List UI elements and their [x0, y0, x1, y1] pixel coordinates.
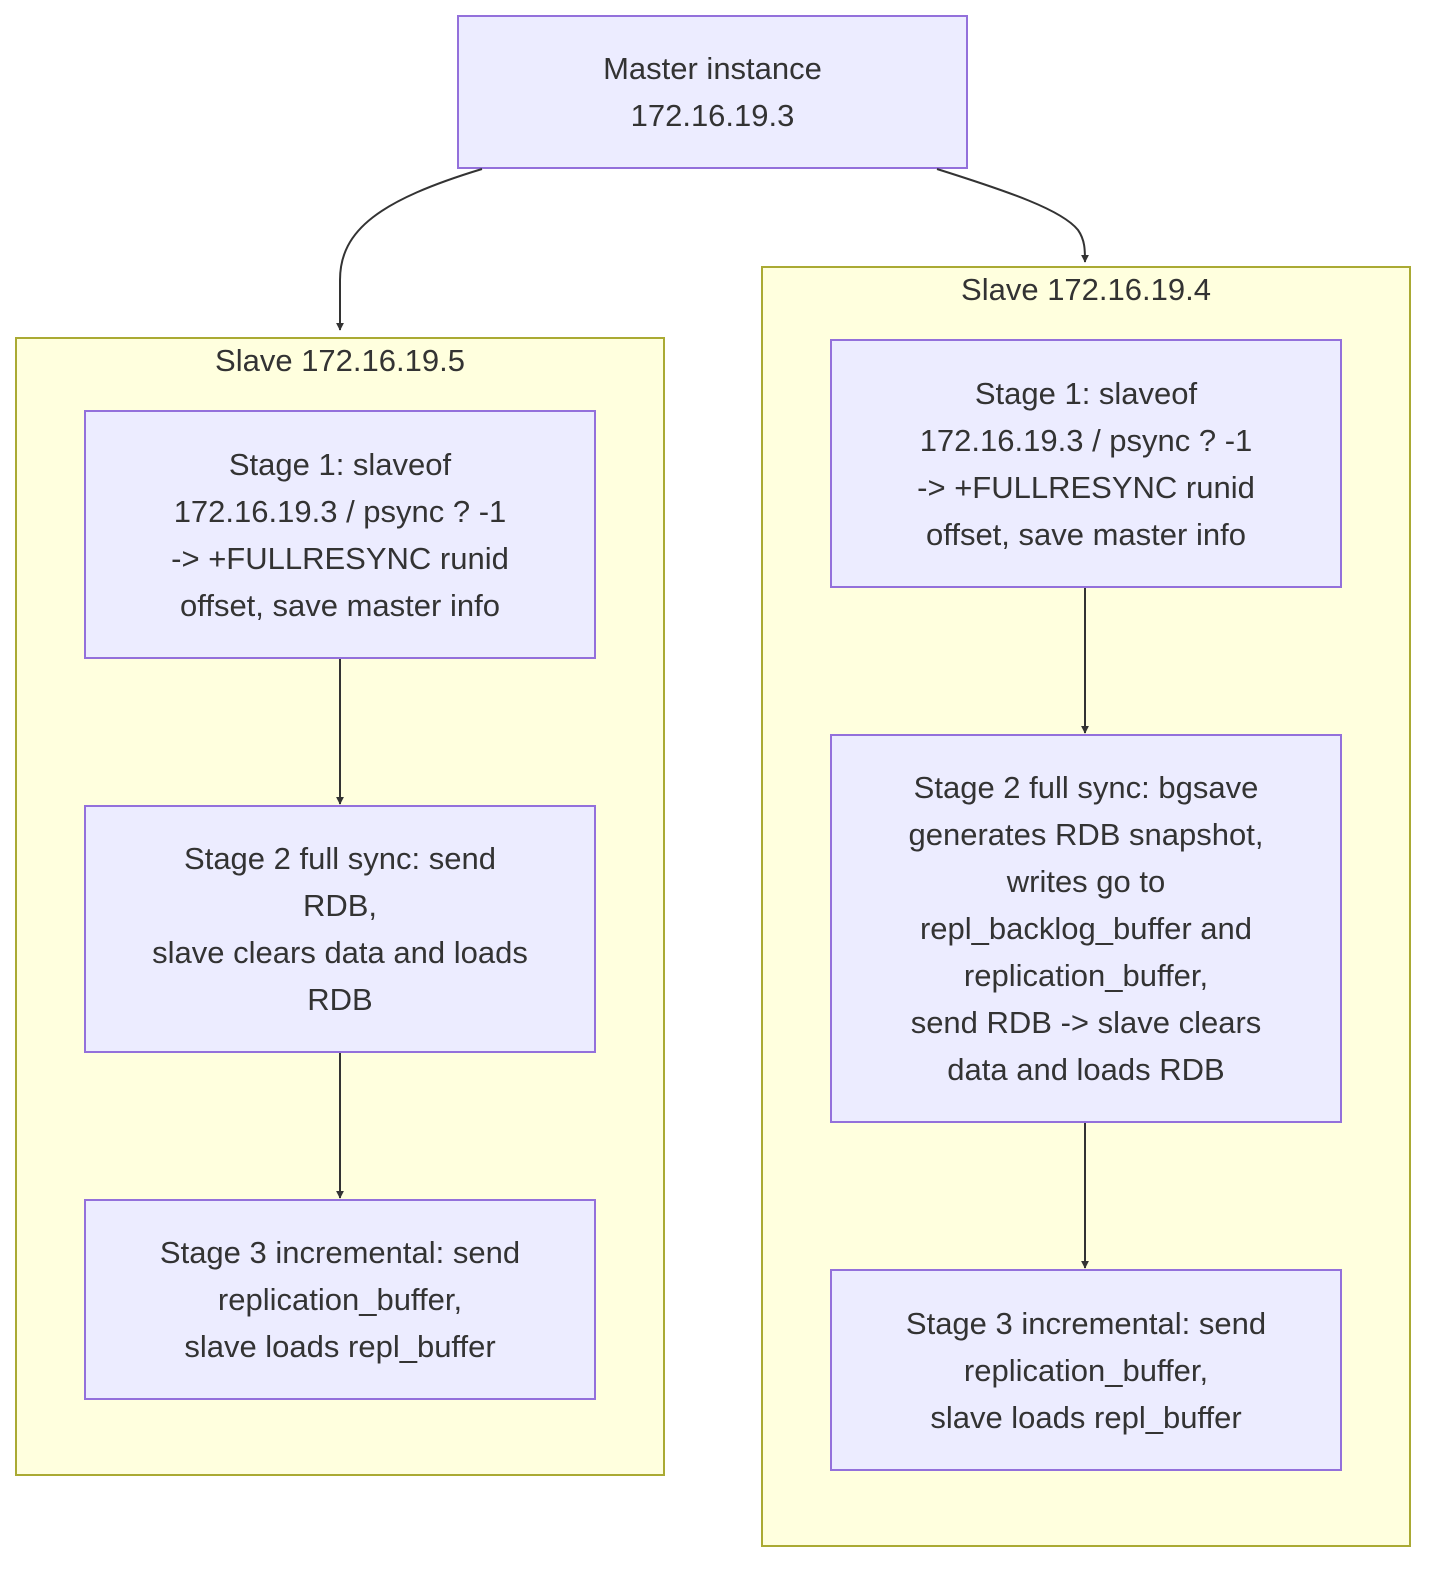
slave5-stage3-label: Stage 3 incremental: send replication_bu…: [159, 1235, 521, 1364]
slave5-stage2-label: Stage 2 full sync: send RDB, slave clear…: [152, 841, 528, 1017]
cluster-slave-5-title: Slave 172.16.19.5: [215, 343, 465, 378]
slave5-stage2-node: Stage 2 full sync: send RDB, slave clear…: [84, 805, 596, 1053]
slave4-stage3-label: Stage 3 incremental: send replication_bu…: [905, 1305, 1267, 1435]
edge-master-to-slave-5: [336, 168, 483, 331]
slave4-stage1-node: Stage 1: slaveof 172.16.19.3 / psync ? -…: [830, 339, 1342, 588]
master-node-label: Master instance 172.16.19.3: [603, 51, 822, 133]
slave5-stage1-label: Stage 1: slaveof 172.16.19.3 / psync ? -…: [171, 446, 509, 623]
slave5-stage1-node: Stage 1: slaveof 172.16.19.3 / psync ? -…: [84, 410, 596, 659]
slave4-stage2-label: Stage 2 full sync: bgsave generates RDB …: [908, 770, 1264, 1087]
slave4-stage3-node: Stage 3 incremental: send replication_bu…: [830, 1269, 1342, 1471]
slave4-stage2-node: Stage 2 full sync: bgsave generates RDB …: [830, 734, 1342, 1123]
slave4-stage1-label: Stage 1: slaveof 172.16.19.3 / psync ? -…: [917, 375, 1255, 552]
edge-master-to-slave-4: [936, 168, 1089, 263]
master-node: Master instance 172.16.19.3: [457, 15, 968, 169]
slave5-stage3-node: Stage 3 incremental: send replication_bu…: [84, 1199, 596, 1400]
cluster-slave-4-title: Slave 172.16.19.4: [961, 272, 1211, 307]
